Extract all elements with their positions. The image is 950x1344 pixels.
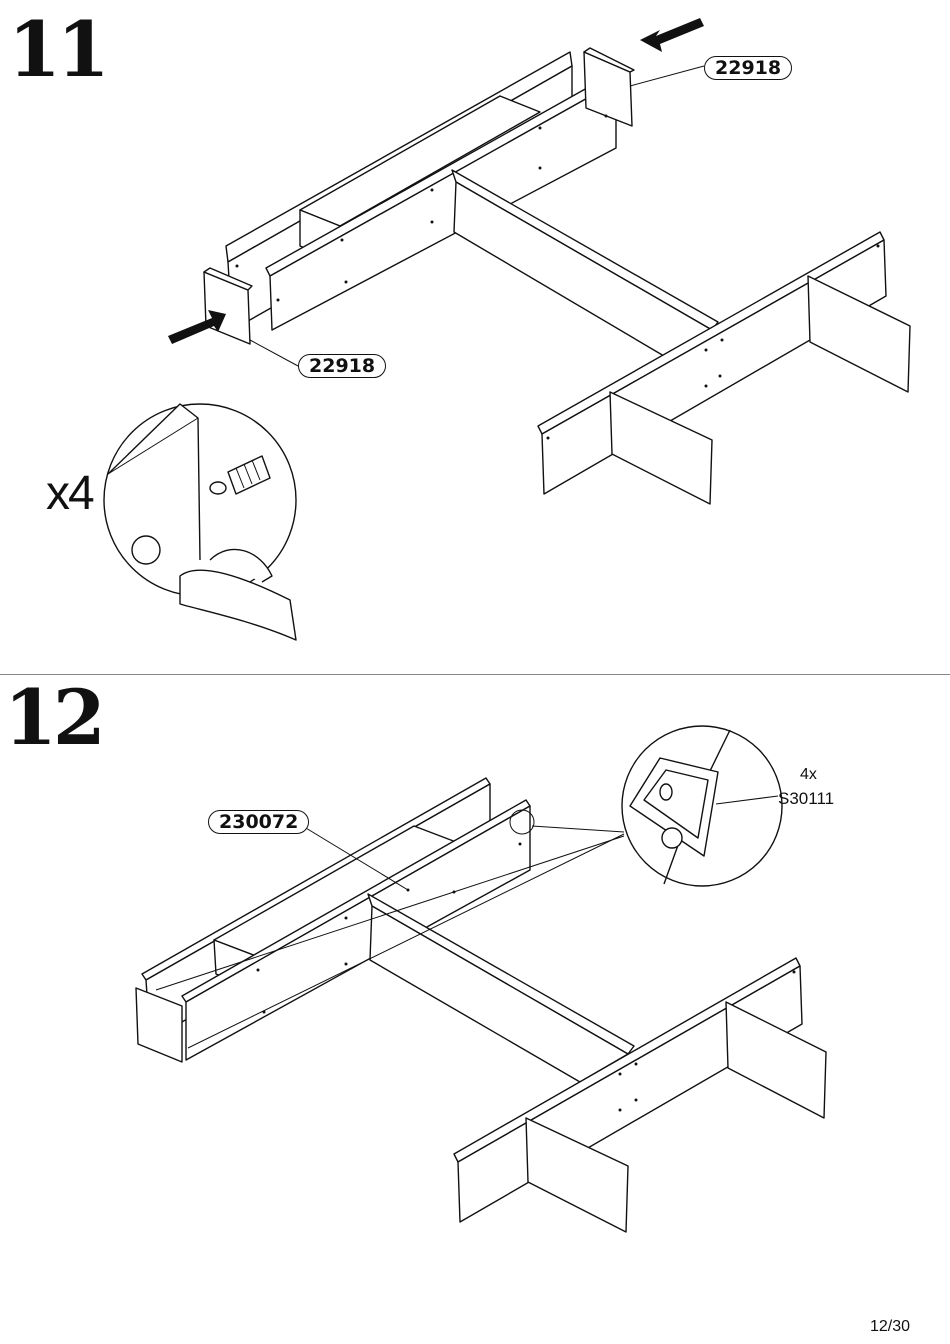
step-11-detail-circle [104, 404, 296, 640]
dowel-quantity: x4 [46, 470, 93, 518]
step-12-detail-circle [622, 726, 782, 886]
step-11-bed-frame-illustration [168, 18, 910, 504]
part-label-230072: 230072 [208, 810, 309, 834]
hardware-quantity: 4x [800, 766, 817, 784]
page-number: 12/30 [870, 1318, 910, 1336]
part-label-22918-top: 22918 [704, 56, 792, 80]
part-label-22918-bottom: 22918 [298, 354, 386, 378]
hardware-code: S30111 [778, 790, 834, 808]
